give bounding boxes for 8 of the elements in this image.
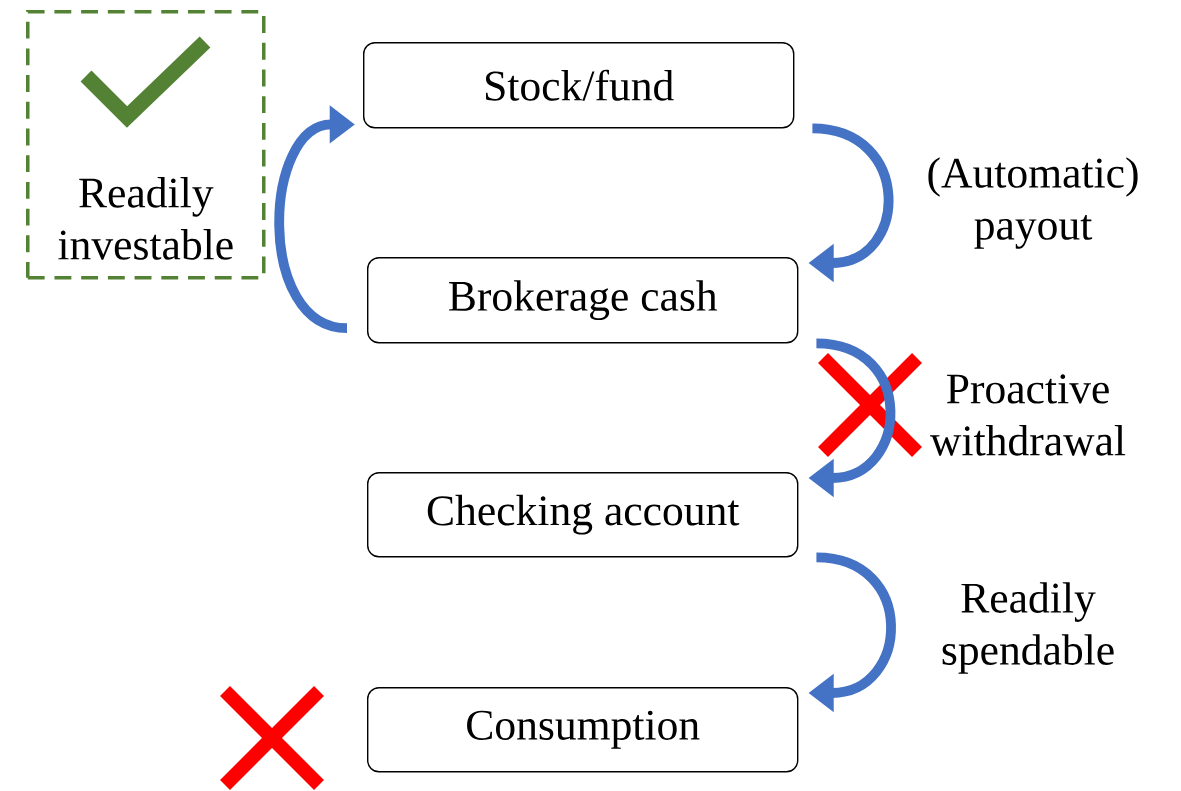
process-box: Checking account	[367, 472, 799, 558]
edge-label: Readily spendable	[942, 582, 1114, 674]
process-box: Stock/fund	[363, 42, 795, 129]
process-box: Consumption	[367, 687, 799, 773]
edge-label: Proactive withdrawal	[930, 374, 1126, 456]
dashed-box: Readily investable	[26, 10, 266, 280]
edge-label: (Automatic) payout	[928, 157, 1138, 249]
process-box: Brokerage cash	[367, 257, 799, 344]
